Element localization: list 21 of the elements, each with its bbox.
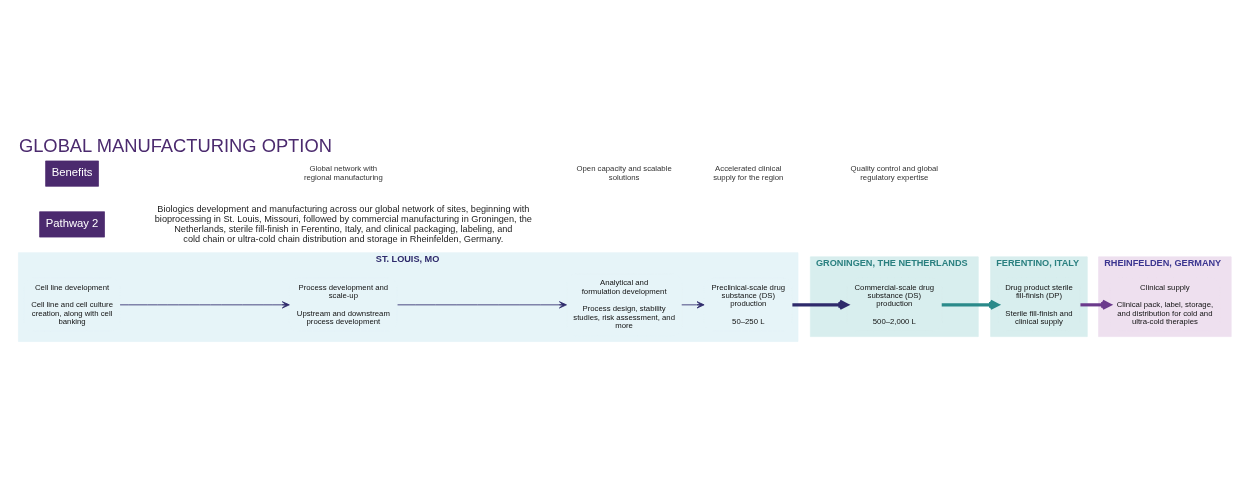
diagram-title: GLOBAL MANUFACTURING OPTION bbox=[18, 135, 332, 157]
node-text: Commercial-scale drug substance (DS) production 500–2,000 L bbox=[854, 282, 935, 327]
label: Global network with regional manufacturing bbox=[303, 164, 383, 182]
node-text: Drug product sterile fill-finish (DP) Sterile fill-finish and clinical supply bbox=[1005, 282, 1073, 327]
arrow bbox=[792, 299, 849, 310]
node-text: Analytical and formulation development Process design, stability studies, risk assessment, and more bbox=[573, 278, 675, 331]
node-text: Clinical supply Clinical pack, label, storage, and distribution for cold and ultra-cold therapies bbox=[1116, 282, 1214, 327]
node-text: Process development and scale-up Upstream and downstream process development bbox=[296, 282, 390, 327]
arrow bbox=[941, 299, 1000, 310]
arrow bbox=[119, 301, 290, 309]
label: Quality control and global regulatory expertise bbox=[850, 164, 939, 182]
label: Benefits bbox=[51, 166, 93, 179]
node-text: Preclinical-scale drug substance (DS) production 50–250 L bbox=[711, 282, 786, 327]
node-text: Cell line development Cell line and cell culture creation, along with cell banking bbox=[31, 282, 113, 327]
label: Biologics development and manufacturing across our global network of sites, beginning with bioprocessing in St. Louis, Missouri, followed by commercial manufacturing in Groningen, the Netherlands, sterile fill-finish in Ferentino, Italy, and clinical packaging, labeling, and cold chain or ultra-cold chain distribution and storage in Rheinfelden, Germany. bbox=[154, 204, 532, 244]
arrow bbox=[1080, 299, 1112, 310]
label: Pathway 2 bbox=[45, 217, 99, 230]
label: Open capacity and scalable solutions bbox=[576, 164, 672, 182]
arrow bbox=[397, 301, 567, 309]
arrow bbox=[681, 301, 705, 309]
label: Accelerated clinical supply for the region bbox=[713, 164, 784, 182]
